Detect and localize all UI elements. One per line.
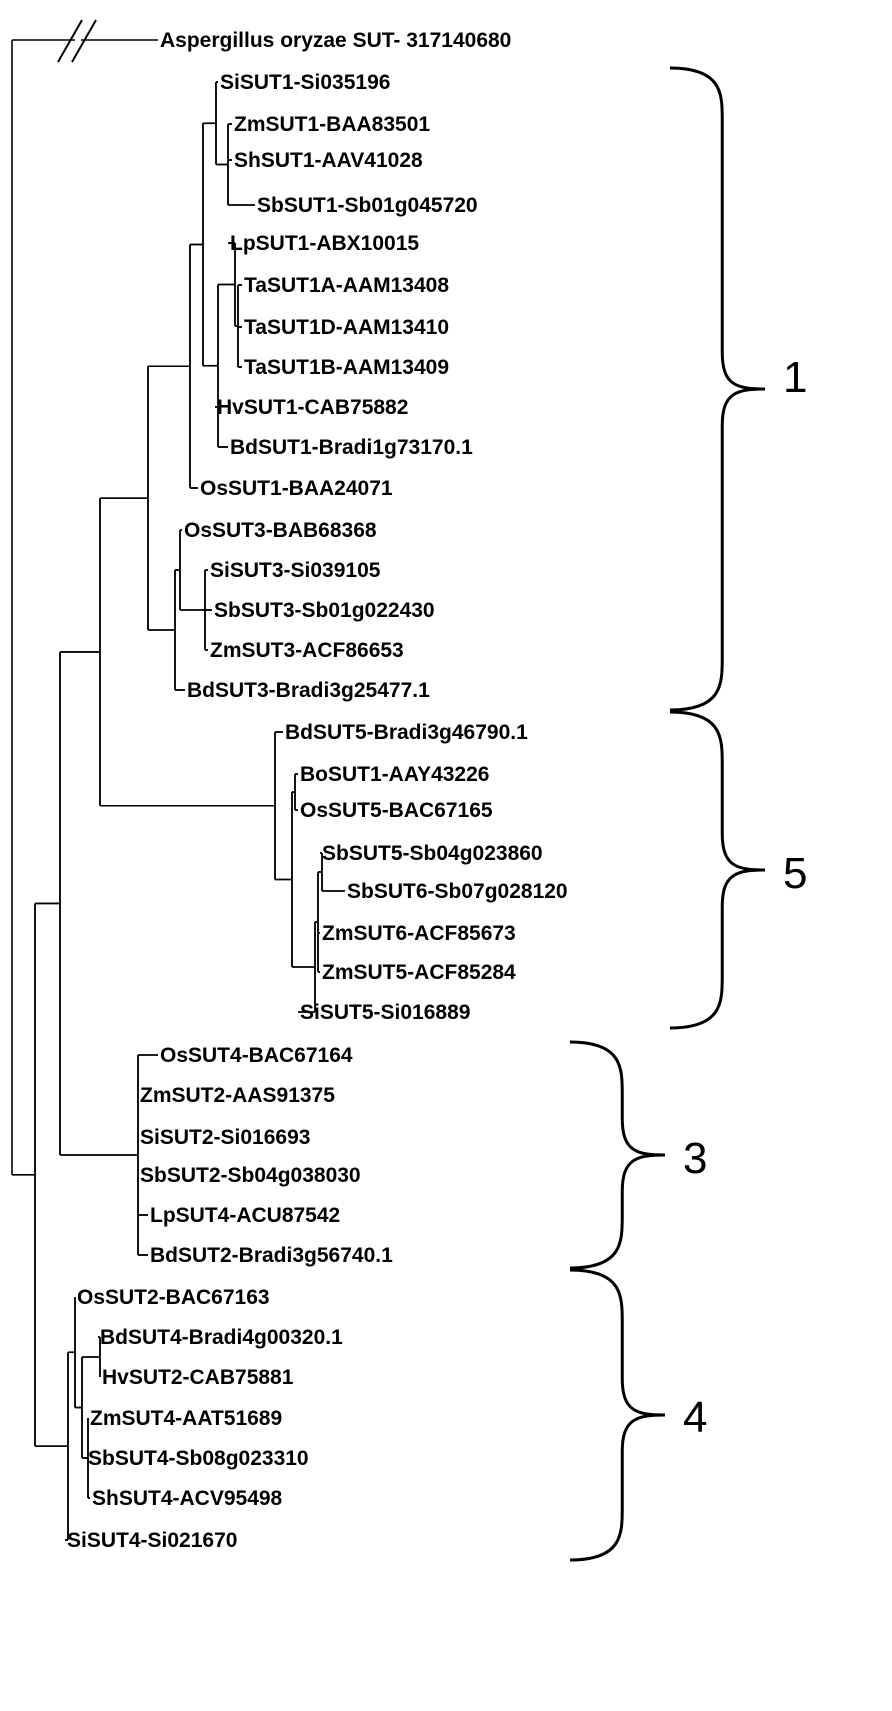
leaf-label: BoSUT1-AAY43226	[300, 763, 489, 786]
leaf-label: OsSUT5-BAC67165	[300, 799, 493, 822]
leaf-label: OsSUT4-BAC67164	[160, 1044, 353, 1067]
leaf-label: BdSUT4-Bradi4g00320.1	[100, 1326, 343, 1349]
leaf-label: LpSUT1-ABX10015	[230, 232, 419, 255]
clade-labels: 1 5 3 4	[683, 353, 807, 1442]
leaf-label: SbSUT6-Sb07g028120	[347, 880, 568, 903]
leaf-label: OsSUT2-BAC67163	[77, 1286, 270, 1309]
leaf-label: SiSUT3-Si039105	[210, 559, 381, 582]
leaf-label: ZmSUT2-AAS91375	[140, 1084, 335, 1107]
leaf-label: OsSUT3-BAB68368	[184, 519, 377, 542]
leaf-label: ShSUT4-ACV95498	[92, 1487, 283, 1510]
leaf-label: BdSUT5-Bradi3g46790.1	[285, 721, 528, 744]
tree-branches	[11, 39, 345, 1541]
leaf-label: SiSUT1-Si035196	[220, 71, 390, 94]
leaf-label: SbSUT5-Sb04g023860	[322, 842, 543, 865]
leaf-label: SbSUT3-Sb01g022430	[214, 599, 435, 622]
break-mark	[57, 19, 83, 63]
leaf-label: SbSUT4-Sb08g023310	[88, 1447, 309, 1470]
leaf-label: ShSUT1-AAV41028	[234, 149, 423, 172]
leaf-label: ZmSUT6-ACF85673	[322, 922, 516, 945]
leaf-label: TaSUT1D-AAM13410	[244, 316, 449, 339]
leaf-label: SiSUT4-Si021670	[67, 1529, 237, 1552]
leaf-labels: Aspergillus oryzae SUT- 317140680 SiSUT1…	[67, 29, 568, 1552]
clade-braces	[569, 66, 766, 1562]
clade-label-3: 3	[683, 1134, 707, 1183]
leaf-label: LpSUT4-ACU87542	[150, 1204, 340, 1227]
leaf-label: HvSUT1-CAB75882	[217, 396, 408, 419]
leaf-label: ZmSUT3-ACF86653	[210, 639, 404, 662]
clade-label-1: 1	[783, 353, 807, 402]
clade-brace-5	[669, 710, 766, 1030]
leaf-label: BdSUT1-Bradi1g73170.1	[230, 436, 473, 459]
leaf-label: ZmSUT1-BAA83501	[234, 113, 430, 136]
branch-break-marks	[57, 19, 97, 63]
leaf-label: TaSUT1B-AAM13409	[244, 356, 449, 379]
clade-brace-3	[569, 1040, 666, 1270]
leaf-label: OsSUT1-BAA24071	[200, 477, 393, 500]
leaf-label: Aspergillus oryzae SUT- 317140680	[160, 29, 511, 52]
leaf-label: SbSUT1-Sb01g045720	[257, 194, 478, 217]
leaf-label: BdSUT2-Bradi3g56740.1	[150, 1244, 393, 1267]
clade-brace-4	[569, 1268, 666, 1562]
clade-brace-1	[669, 66, 766, 712]
break-mark	[71, 19, 97, 63]
leaf-label: HvSUT2-CAB75881	[102, 1366, 294, 1389]
leaf-label: SiSUT2-Si016693	[140, 1126, 310, 1149]
leaf-label: SiSUT5-Si016889	[300, 1001, 470, 1024]
leaf-label: ZmSUT4-AAT51689	[90, 1407, 282, 1430]
leaf-label: SbSUT2-Sb04g038030	[140, 1164, 361, 1187]
leaf-label: ZmSUT5-ACF85284	[322, 961, 516, 984]
leaf-label: TaSUT1A-AAM13408	[244, 274, 449, 297]
clade-label-4: 4	[683, 1393, 707, 1442]
leaf-label: BdSUT3-Bradi3g25477.1	[187, 679, 430, 702]
clade-label-5: 5	[783, 849, 807, 898]
